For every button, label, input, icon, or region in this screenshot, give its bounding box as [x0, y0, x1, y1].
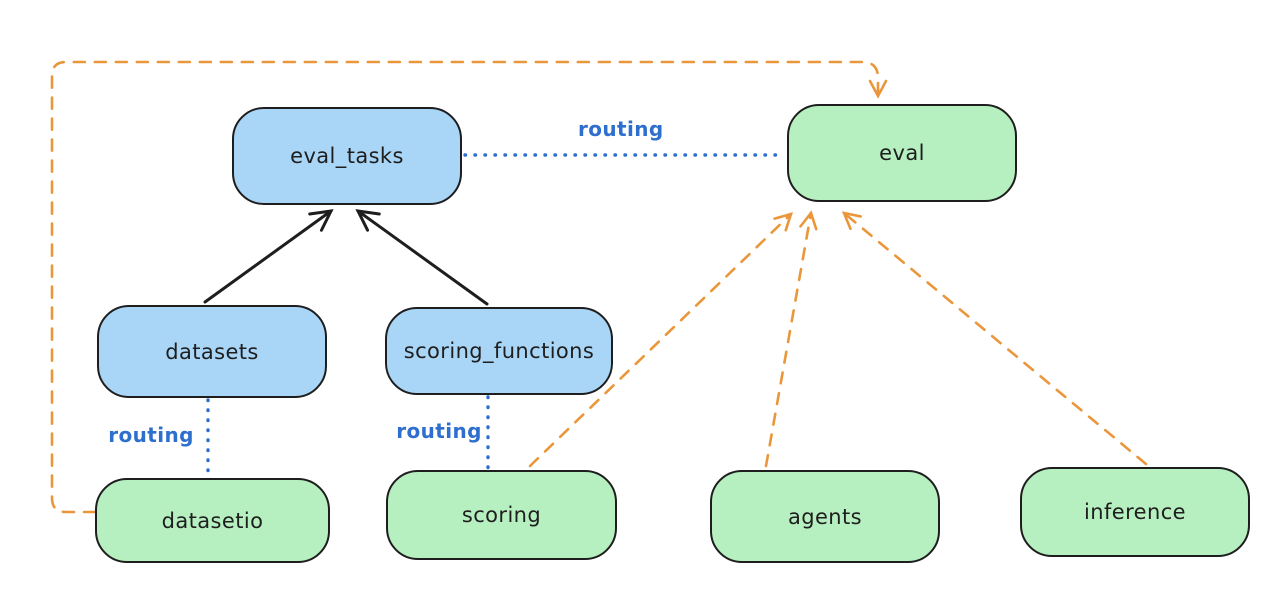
edge-inference-to-eval — [841, 211, 1148, 466]
node-datasets: datasets — [97, 305, 327, 398]
node-eval: eval — [787, 104, 1017, 202]
node-eval-tasks: eval_tasks — [232, 107, 462, 205]
edge-datasetio-to-eval — [50, 60, 888, 514]
node-datasetio: datasetio — [95, 478, 330, 563]
node-scoring-label: scoring — [461, 503, 542, 527]
node-agents: agents — [710, 470, 940, 563]
edge-agents-to-eval — [764, 210, 818, 468]
node-eval-tasks-label: eval_tasks — [290, 144, 404, 168]
node-agents-label: agents — [787, 504, 862, 529]
node-scoring-functions-label: scoring_functions — [403, 339, 595, 363]
edge-label-routing-scoring: routing — [396, 419, 482, 443]
node-scoring-functions: scoring_functions — [385, 307, 613, 395]
edge-scoring-functions-to-eval-tasks — [355, 209, 489, 306]
node-scoring: scoring — [386, 470, 617, 560]
node-inference: inference — [1020, 467, 1250, 557]
edge-label-routing-datasetio: routing — [108, 423, 194, 447]
edge-label-routing-eval: routing — [578, 117, 664, 141]
edge-scoring-to-eval — [528, 212, 793, 468]
node-datasetio-label: datasetio — [161, 508, 264, 533]
node-eval-label: eval — [879, 141, 925, 165]
node-datasets-label: datasets — [165, 339, 259, 364]
node-inference-label: inference — [1084, 500, 1186, 524]
edge-datasets-to-eval-tasks — [203, 209, 334, 304]
